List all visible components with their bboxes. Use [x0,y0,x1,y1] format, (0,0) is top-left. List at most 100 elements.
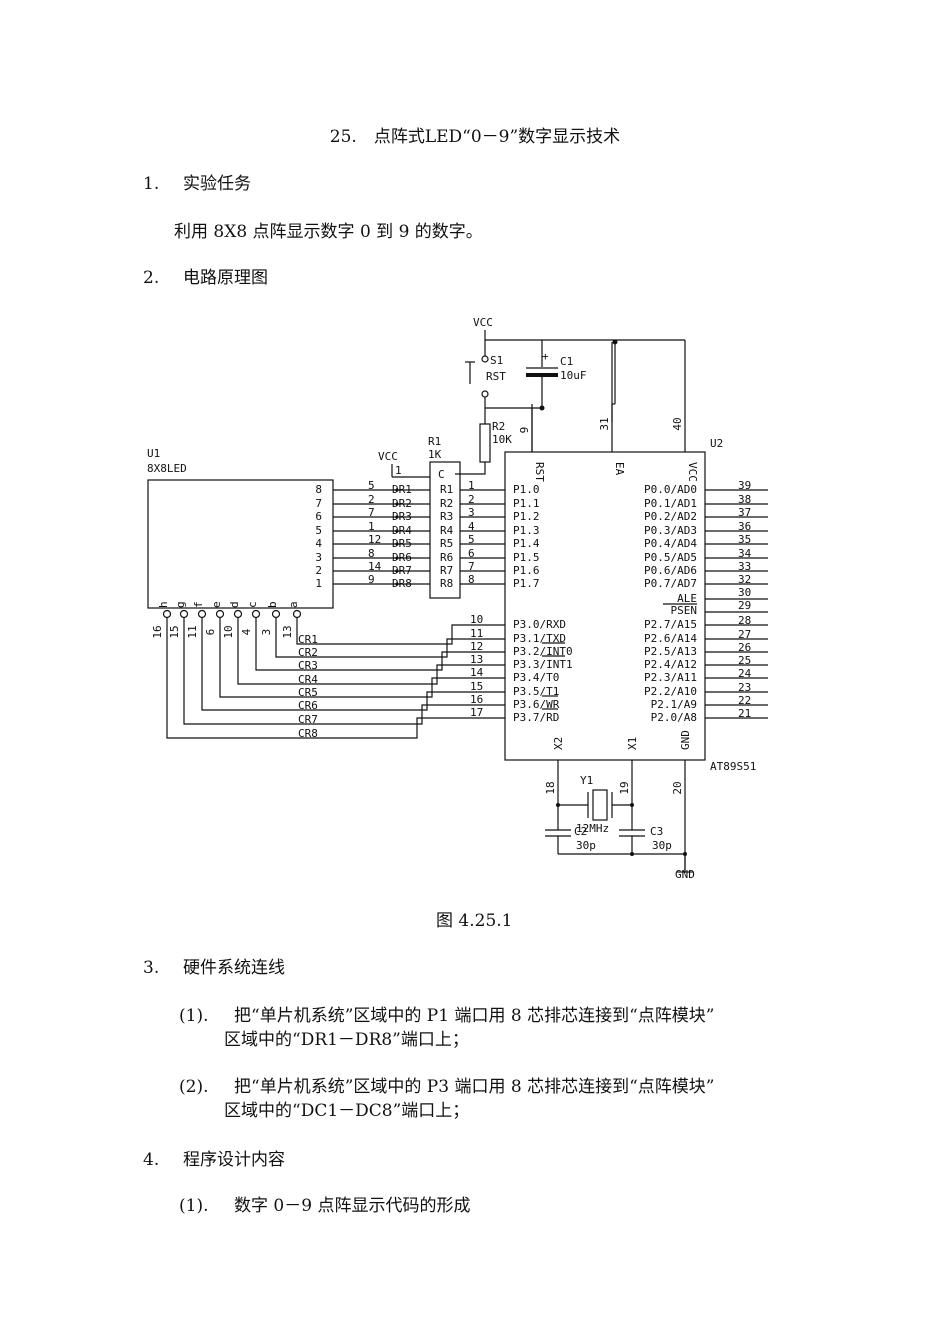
p2-pin-number: 25 [738,654,751,667]
led-col-pin [179,609,189,619]
led-col-label: a [287,601,300,608]
junction [539,405,545,411]
p1-pin-name: P1.5 [513,551,540,564]
pin-number: 18 [544,781,557,794]
p2-pin-name: P2.0/A8 [651,711,697,724]
cr-wire-6 [201,618,505,711]
p3-pin-name: P3.3/INT1 [513,658,573,671]
p2-pin-number: 23 [738,681,751,694]
led-row-pin: 5 [368,479,375,492]
led-row-label: 4 [315,537,322,550]
cr-wire-1 [296,618,505,645]
r1-resistor-label: R4 [440,524,454,537]
led-col-label: b [266,601,279,608]
p1-pin-number: 4 [468,520,475,533]
led-col-pin-number: 13 [281,625,294,638]
psen-name: PSEN [671,604,698,617]
pin-number: 9 [518,427,531,434]
cr-wire-5 [219,618,505,698]
junction [395,529,399,533]
r1-resistor-label: R8 [440,577,453,590]
s1-name: S1 [490,354,503,367]
p2-pin-name: P2.1/A9 [651,698,697,711]
vcc-label-top: VCC [473,316,493,329]
cr-label: CR2 [298,646,318,659]
cr-label: CR5 [298,686,318,699]
r2-name: R2 [492,420,505,433]
r1-network-body [429,461,461,599]
u1-led-matrix [147,479,334,609]
junction [395,542,399,546]
r1-resistor-label: R1 [440,483,453,496]
p0-pin-number: 35 [738,533,751,546]
p3-pin-name: P3.7/RD [513,711,559,724]
p0-pin-name: P0.3/AD3 [644,524,697,537]
p0-pin-number: 33 [738,560,751,573]
p1-pin-name: P1.6 [513,564,540,577]
p3-pin-number: 11 [470,627,483,640]
r2-body [479,423,491,463]
cr-label: CR1 [298,633,318,646]
led-col-pin [162,609,172,619]
r1-resistor-label: R5 [440,537,453,550]
led-row-label: 1 [315,577,322,590]
p2-pin-name: P2.2/A10 [644,685,697,698]
p0-pin-number: 34 [738,547,752,560]
task-text: 利用 8X8 点阵显示数字 0 到 9 的数字。 [174,222,483,242]
section-2-heading: 电路原理图 [183,268,268,288]
junction [630,852,634,856]
wiring-item-1-line1: 把“单片机系统”区域中的 P1 端口用 8 芯排芯连接到“点阵模块” [234,1006,715,1026]
p0-pin-number: 32 [738,573,751,586]
s1-contact-bottom [481,390,489,398]
dr-label: DR3 [392,510,412,523]
section-3-heading: 硬件系统连线 [183,958,285,978]
r2-value: 10K [492,433,512,446]
s1-contact-top [481,355,489,363]
led-row-pin: 8 [368,547,375,560]
ale-pin: 30 [738,586,751,599]
c2-value: 30p [576,839,596,852]
led-row-pin: 2 [368,493,375,506]
p0-pin-number: 39 [738,479,751,492]
r1-resistor-label: R6 [440,551,453,564]
p0-pin-number: 37 [738,506,751,519]
c3-name: C3 [650,825,663,838]
dr-label: DR2 [392,497,412,510]
r1-common: C [438,468,445,481]
p2-pin-name: P2.6/A14 [644,632,697,645]
section-4-heading: 程序设计内容 [183,1150,285,1170]
junction [395,502,399,506]
dr-label: DR1 [392,483,412,496]
led-row-pin: 12 [368,533,381,546]
c1-plate-bottom [526,373,558,377]
p1-pin-number: 7 [468,560,475,573]
led-row-label: 3 [315,551,322,564]
p0-pin-name: P0.1/AD1 [644,497,697,510]
p0-pin-name: P0.7/AD7 [644,577,697,590]
p2-pin-number: 28 [738,614,751,627]
led-col-label: c [246,601,259,608]
pin-number: 20 [671,781,684,794]
led-col-pin-number: 6 [204,629,217,636]
u1-name: U1 [147,447,160,460]
p3-pin-number: 12 [470,640,483,653]
led-col-label: e [210,601,223,608]
p0-pin-name: P0.2/AD2 [644,510,697,523]
y1-name: Y1 [580,774,593,787]
r2-to-r1-common [455,467,486,475]
program-item-1-label: (1). [179,1196,209,1216]
r1-name: R1 [428,435,441,448]
led-col-pin-number: 3 [260,629,273,636]
p3-pin-number: 14 [470,666,484,679]
led-row-pin: 9 [368,573,375,586]
p3-pin-number: 13 [470,653,483,666]
p3-pin-number: 15 [470,680,483,693]
cr-wire-8 [166,618,505,739]
led-row-label: 2 [315,564,322,577]
led-col-pin [197,609,207,619]
junction [395,488,399,492]
p3-pin-name: P3.1/TXD [513,632,566,645]
cr-label: CR3 [298,659,318,672]
led-col-label: g [174,601,187,608]
p0-pin-name: P0.4/AD4 [644,537,697,550]
